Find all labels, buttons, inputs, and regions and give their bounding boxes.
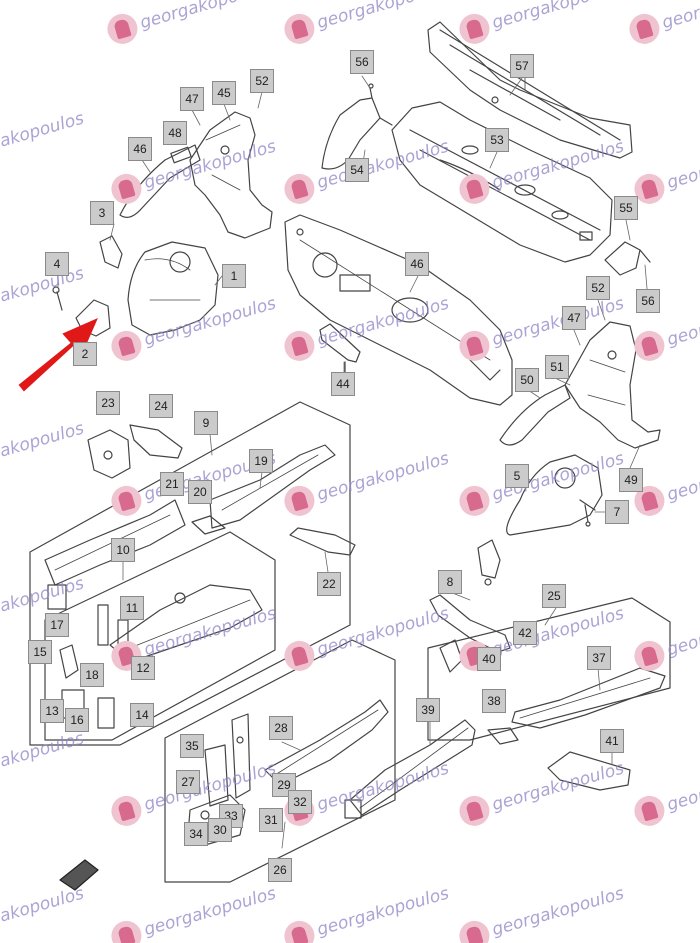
callout-44: 44 [331, 372, 355, 396]
callout-28: 28 [269, 716, 293, 740]
callout-3: 3 [90, 201, 114, 225]
part-24-bracket [129, 424, 183, 459]
callout-45: 45 [212, 81, 236, 105]
callout-25: 25 [542, 584, 566, 608]
part-35-bracket [204, 713, 251, 807]
callout-42: 42 [513, 621, 537, 645]
part-small-bracket-bottom [59, 859, 99, 891]
callout-21: 21 [160, 472, 184, 496]
callout-14: 14 [130, 703, 154, 727]
callout-15: 15 [28, 640, 52, 664]
callout-26: 26 [268, 858, 292, 882]
part-45-left-apron-upper [189, 111, 273, 239]
part-1-left-wheelhouse [127, 241, 219, 336]
callout-47: 47 [180, 87, 204, 111]
part-39-side-member [344, 719, 476, 819]
callout-20: 20 [188, 480, 212, 504]
callout-52-right: 52 [586, 276, 610, 300]
group-box-lower-frame [164, 639, 396, 883]
part-8-bracket [477, 539, 501, 586]
part-22-strip [289, 527, 356, 556]
callout-16: 16 [65, 708, 89, 732]
callout-34: 34 [184, 822, 208, 846]
part-3-bracket [99, 235, 123, 269]
callout-52: 52 [250, 69, 274, 93]
callout-22: 22 [317, 572, 341, 596]
part-47-right-apron [564, 321, 661, 449]
callout-32: 32 [288, 790, 312, 814]
callout-19: 19 [249, 449, 273, 473]
group-box-side-rail [427, 597, 671, 741]
callout-11: 11 [120, 596, 144, 620]
part-20-bracket [191, 515, 226, 535]
part-7-bolt [584, 504, 591, 527]
callout-12: 12 [131, 656, 155, 680]
callout-50: 50 [515, 368, 539, 392]
callout-55: 55 [614, 196, 638, 220]
callout-9: 9 [194, 411, 218, 435]
part-37-side-rail [511, 667, 666, 729]
group-box-front-frame [29, 401, 351, 746]
callout-31: 31 [259, 808, 283, 832]
part-55-bracket [604, 241, 651, 276]
callout-53: 53 [485, 128, 509, 152]
callout-46-dash: 46 [405, 252, 429, 276]
callout-5: 5 [505, 464, 529, 488]
callout-54: 54 [345, 158, 369, 182]
part-23-bracket [87, 429, 131, 479]
callout-27: 27 [176, 770, 200, 794]
callout-2: 2 [73, 342, 97, 366]
part-41-extension [547, 751, 631, 791]
callout-56: 56 [350, 50, 374, 74]
part-50-right-apron-strip [499, 384, 571, 446]
callout-8: 8 [438, 570, 462, 594]
callout-47-right: 47 [562, 306, 586, 330]
callout-37: 37 [587, 646, 611, 670]
callout-30: 30 [208, 818, 232, 842]
part-28-lower-member [264, 699, 389, 786]
callout-10: 10 [111, 538, 135, 562]
part-5-right-wheelhouse [506, 454, 603, 536]
callout-4: 4 [45, 252, 69, 276]
callout-57: 57 [510, 54, 534, 78]
callout-13: 13 [40, 699, 64, 723]
part-57-cowl-top [427, 21, 633, 159]
callout-39: 39 [416, 698, 440, 722]
callout-40: 40 [477, 647, 501, 671]
callout-41: 41 [600, 729, 624, 753]
part-38-clip [487, 727, 519, 745]
callout-38: 38 [482, 689, 506, 713]
callout-1: 1 [222, 264, 246, 288]
part-43-dash-panel [284, 214, 513, 406]
part-4-bolt [52, 286, 63, 311]
callout-18: 18 [80, 663, 104, 687]
callout-56-right: 56 [636, 289, 660, 313]
part-48-clip [170, 146, 192, 164]
part-19-frame-member [209, 444, 336, 529]
callout-7: 7 [605, 500, 629, 524]
callout-35: 35 [180, 734, 204, 758]
callout-24: 24 [149, 394, 173, 418]
callout-49: 49 [619, 468, 643, 492]
part-44-strip [319, 323, 361, 373]
callout-17: 17 [45, 613, 69, 637]
callout-46: 46 [128, 137, 152, 161]
callout-48: 48 [163, 121, 187, 145]
callout-23: 23 [96, 391, 120, 415]
callout-51: 51 [545, 355, 569, 379]
